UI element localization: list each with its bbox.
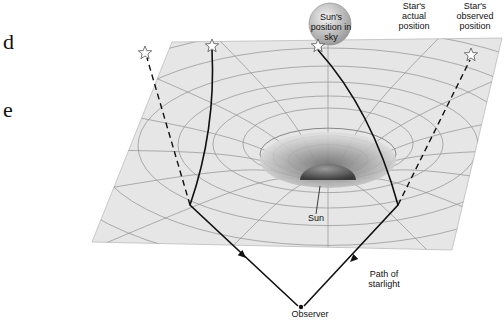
sun-body	[300, 164, 356, 180]
starlight-path	[190, 50, 298, 306]
starlight-path	[304, 50, 398, 306]
grid-ring	[43, 28, 504, 267]
observer-label: Observer	[280, 310, 340, 320]
arrowhead	[348, 254, 359, 265]
leader-line	[316, 186, 320, 214]
path-label: Path of starlight	[358, 270, 410, 290]
observer-dot	[299, 305, 303, 309]
grid-line	[344, 178, 504, 245]
grid-line	[336, 181, 450, 274]
star-label: Star's actual position	[392, 2, 436, 32]
sun-label: Sun	[301, 214, 331, 224]
star-label: Star's observed position	[450, 2, 500, 32]
apparent-direction	[147, 58, 190, 205]
star-symbol	[138, 46, 151, 59]
grid-line	[328, 182, 329, 284]
star-symbol	[464, 48, 477, 61]
apparent-paths	[147, 58, 470, 205]
arrowhead	[238, 250, 249, 261]
spacetime-sheet	[92, 38, 502, 250]
star-symbol	[205, 39, 218, 52]
spacetime-grid	[8, 16, 504, 284]
text-fragment: d	[3, 30, 23, 54]
text-fragment: e	[3, 98, 23, 122]
star-symbol	[311, 39, 324, 52]
star-symbols	[138, 39, 477, 61]
arrowheads	[238, 250, 358, 265]
grid-line	[32, 170, 307, 201]
grid-line	[102, 178, 313, 245]
apparent-direction	[398, 60, 470, 205]
sun-sky-label: Sun's position in sky	[306, 13, 356, 43]
grid-ring	[93, 48, 504, 245]
light-paths	[190, 50, 398, 306]
